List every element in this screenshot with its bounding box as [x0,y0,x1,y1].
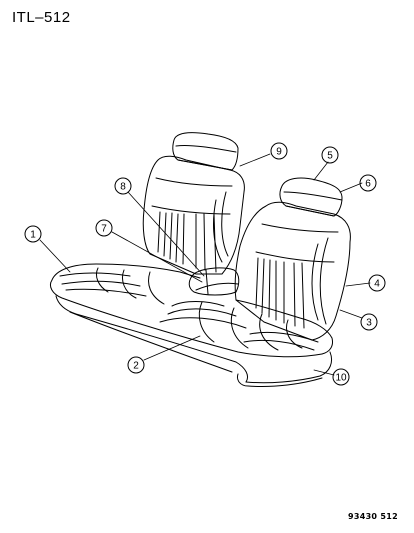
callout-3: 3 [360,313,378,331]
callout-label: 2 [133,361,139,372]
leader-lines [39,153,371,376]
callout-6: 6 [359,174,377,192]
callout-label: 10 [335,373,347,384]
drawing-code: 93430 512 [347,512,398,521]
diagram-title: ITL–512 [12,9,71,26]
callout-7: 7 [95,219,113,237]
callout-10: 10 [332,368,350,386]
callout-label: 7 [101,224,107,235]
callout-2: 2 [127,356,145,374]
callout-label: 3 [366,318,372,329]
callout-4: 4 [368,274,386,292]
callout-8: 8 [114,177,132,195]
callout-1: 1 [24,225,42,243]
center-armrest [188,267,240,296]
callout-label: 4 [374,279,380,290]
callout-label: 9 [276,147,282,158]
right-seat-back [234,177,351,341]
callout-label: 6 [365,179,371,190]
callout-label: 8 [120,182,126,193]
callout-label: 5 [327,151,333,162]
seat-cushion [49,263,333,387]
callout-label: 1 [30,230,36,241]
callout-9: 9 [270,142,288,160]
left-seat-back [142,132,245,275]
callout-5: 5 [321,146,339,164]
